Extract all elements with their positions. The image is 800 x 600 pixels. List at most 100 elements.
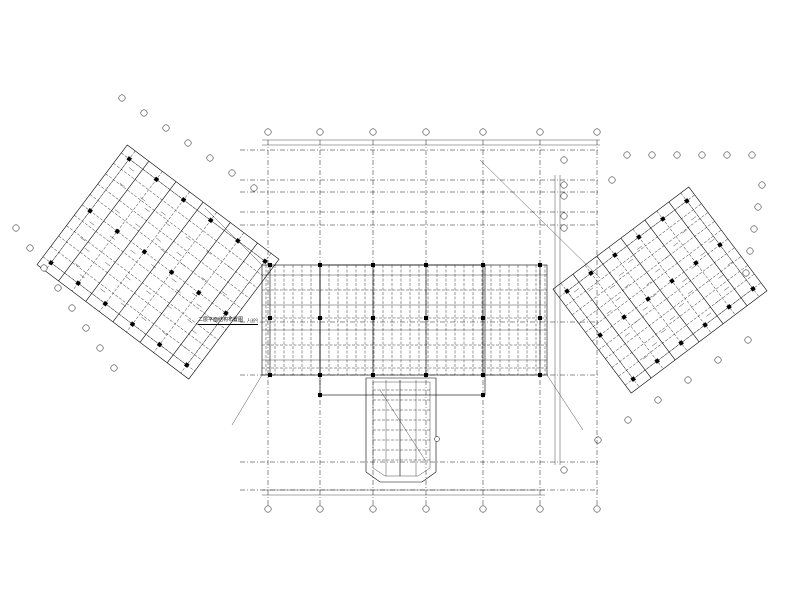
- column: [87, 208, 93, 214]
- beam-tag: [691, 264, 697, 269]
- column: [678, 340, 684, 346]
- beam-tag: [160, 248, 166, 253]
- axis-bubble: [536, 505, 544, 513]
- axis-bubble: [654, 396, 662, 404]
- axis-bubble: [593, 505, 601, 513]
- beam-tag: [651, 293, 657, 298]
- axis-bubble: [594, 436, 602, 444]
- wing-beam: [618, 273, 755, 377]
- beam-tag: [669, 316, 675, 321]
- axis-bubble: [162, 124, 170, 132]
- beam-tag: [125, 276, 131, 281]
- axis-grid-lines: [204, 139, 601, 505]
- wing-beam: [97, 183, 250, 299]
- axis-bubble: [316, 505, 324, 513]
- beam-tag: [226, 265, 232, 269]
- axis-bubble: [723, 151, 731, 159]
- column: [693, 260, 699, 266]
- wing-beam: [66, 225, 219, 341]
- beam-tag: [637, 245, 643, 250]
- axis-bubble: [560, 466, 568, 474]
- beam-tag: [191, 329, 197, 334]
- column: [102, 300, 109, 307]
- axis-bubble: [12, 224, 20, 232]
- beam-tag: [655, 268, 661, 273]
- beam-tag: [706, 312, 712, 317]
- beam-tag: [206, 250, 212, 255]
- beam-tag: [155, 237, 161, 242]
- beam-tag: [84, 247, 90, 252]
- axis-bubble: [82, 324, 90, 332]
- beam-tag: [130, 249, 136, 254]
- axis-bubble: [560, 192, 568, 200]
- axis-bubble: [54, 284, 62, 292]
- beam-tag: [646, 281, 652, 286]
- beam-tag: [691, 216, 697, 221]
- axis-bubble: [479, 128, 487, 136]
- axis-bubble: [742, 269, 750, 277]
- axis-bubble: [560, 224, 568, 232]
- beam-tag: [100, 288, 106, 293]
- wing-beam: [82, 204, 234, 320]
- axis-bubble: [250, 184, 258, 192]
- axis-bubble: [560, 156, 568, 164]
- beam-tag: [673, 242, 679, 247]
- axis-bubble: [40, 264, 48, 272]
- beam-tag: [171, 278, 177, 283]
- right-wing-plan: [552, 151, 768, 444]
- beam-tag: [176, 289, 182, 294]
- center-outline: [261, 264, 548, 376]
- beam-tag: [182, 345, 188, 350]
- beam-tag: [161, 331, 167, 336]
- column: [683, 198, 690, 204]
- drawing-title-block: 二层平面结构布置图 1:100: [198, 317, 258, 325]
- axis-bubble: [684, 376, 692, 384]
- diagonal-axis: [231, 374, 263, 426]
- beam-tag: [192, 292, 198, 297]
- column: [669, 278, 675, 284]
- axis-bubble: [264, 128, 272, 136]
- beam-tag: [633, 319, 639, 324]
- axis-bubble: [698, 151, 706, 159]
- column: [750, 285, 756, 292]
- beam-tag: [196, 303, 202, 308]
- diagonal-axis: [546, 374, 584, 431]
- axis-bubble: [673, 151, 681, 159]
- wing-beam: [58, 235, 211, 351]
- column: [654, 358, 660, 364]
- axis-bubble: [110, 364, 118, 372]
- beam-tag: [687, 290, 693, 295]
- column: [48, 259, 54, 266]
- beam-tag: [628, 258, 634, 263]
- column: [621, 314, 627, 320]
- axis-bubble: [96, 344, 104, 352]
- axis-bubble: [758, 181, 766, 189]
- wing-beam: [558, 194, 695, 298]
- column: [168, 269, 175, 276]
- column: [223, 310, 229, 316]
- beam-tag: [187, 319, 193, 324]
- drawing-title: 二层平面结构布置图: [198, 317, 244, 323]
- axis-bubble: [422, 505, 430, 513]
- axis-bubble: [316, 128, 324, 136]
- axis-bubble: [623, 151, 631, 159]
- axis-bubble: [750, 225, 758, 233]
- axis-bubble: [593, 128, 601, 136]
- beam-tag: [660, 329, 666, 334]
- column: [156, 341, 163, 348]
- drawing-scale: 1:100: [247, 318, 258, 322]
- beam-tag: [664, 255, 670, 260]
- beam-tag: [201, 277, 207, 282]
- axis-bubble: [560, 181, 568, 189]
- column: [702, 322, 708, 328]
- wing-beam: [105, 173, 258, 289]
- beam-tag: [624, 284, 630, 289]
- diagonal-axis: [479, 159, 601, 279]
- axis-bubble: [264, 505, 272, 513]
- beam-tag: [606, 310, 612, 315]
- left-wing-plan: [12, 94, 280, 380]
- detail-marker: [434, 436, 440, 442]
- axis-bubble: [536, 128, 544, 136]
- beam-tag: [180, 262, 186, 267]
